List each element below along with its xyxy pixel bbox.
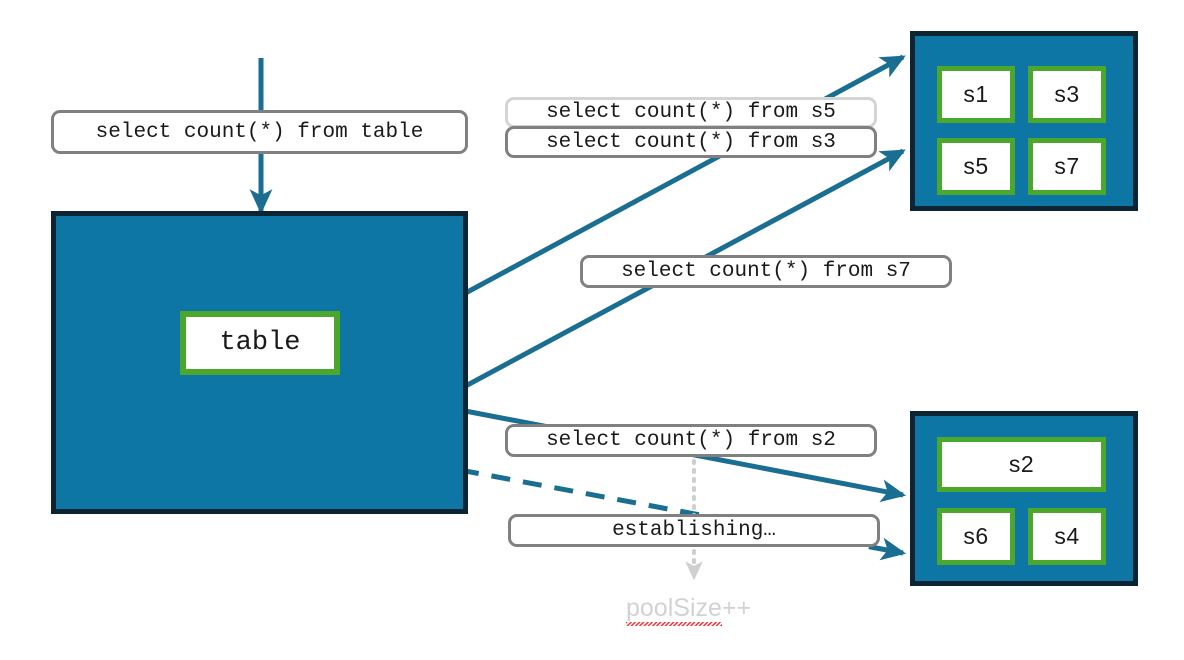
query-label-establishing[interactable]: establishing…: [508, 514, 880, 547]
session-s5[interactable]: s5: [937, 138, 1015, 195]
table-node[interactable]: table: [180, 311, 340, 375]
session-s2[interactable]: s2: [937, 437, 1106, 492]
query-label-from-table[interactable]: select count(*) from table: [51, 110, 468, 154]
query-label-from-s3[interactable]: select count(*) from s3: [505, 126, 877, 158]
poolsize-misspelled-word: poolSize: [626, 594, 722, 626]
query-label-from-s2[interactable]: select count(*) from s2: [505, 424, 877, 457]
poolsize-suffix: ++: [721, 594, 752, 622]
session-s4[interactable]: s4: [1028, 508, 1106, 565]
session-s6[interactable]: s6: [937, 508, 1015, 565]
session-s3[interactable]: s3: [1028, 66, 1106, 123]
session-s7[interactable]: s7: [1028, 138, 1106, 195]
query-label-from-s5[interactable]: select count(*) from s5: [505, 97, 877, 128]
poolsize-annotation: poolSize++: [626, 594, 752, 626]
query-label-from-s7[interactable]: select count(*) from s7: [580, 255, 952, 288]
session-s1[interactable]: s1: [937, 66, 1015, 123]
